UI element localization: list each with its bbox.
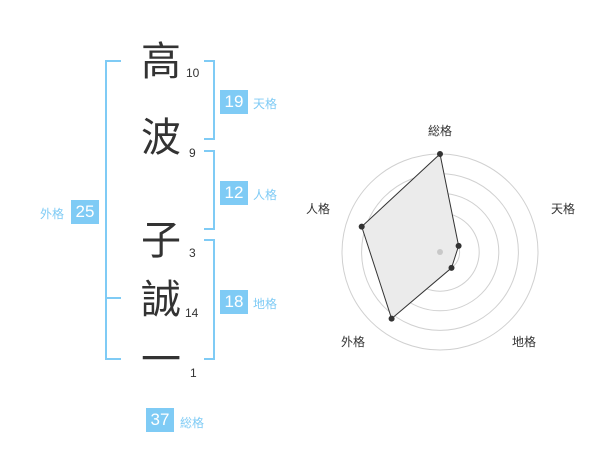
gaikaku-label: 外格 — [40, 207, 65, 221]
name-char-2: 波 — [141, 115, 181, 161]
radar-axis-label-gaikaku: 外格 — [341, 334, 365, 349]
jinkaku-badge: 12 — [220, 181, 248, 205]
jinkaku-bracket-top — [204, 150, 215, 152]
radar-point-gaikaku — [388, 315, 395, 322]
gaikaku-bracket-vertical — [105, 60, 107, 360]
jinkaku-bracket-vertical — [213, 150, 215, 230]
jinkaku-label: 人格 — [253, 188, 278, 202]
name-char-5: 一 — [141, 337, 181, 383]
name-char-4: 誠 — [141, 277, 181, 323]
chikaku-bracket-top — [204, 239, 215, 241]
gaikaku-bracket-top — [105, 60, 121, 62]
radar-point-chikaku — [448, 264, 455, 271]
radar-shape — [361, 153, 460, 320]
stroke-count-4: 14 — [185, 306, 199, 320]
name-char-3: 子 — [141, 218, 181, 264]
stroke-count-1: 10 — [186, 66, 200, 80]
tenkaku-badge: 19 — [220, 90, 248, 114]
gaikaku-bracket-bottom — [105, 358, 121, 360]
radar-center-dot — [437, 249, 443, 255]
gaikaku-badge: 25 — [71, 200, 99, 224]
chikaku-label: 地格 — [253, 297, 278, 311]
stroke-count-3: 3 — [189, 246, 196, 260]
tenkaku-bracket-vertical — [213, 60, 215, 140]
tenkaku-bracket-bottom — [204, 138, 215, 140]
radar-axis-label-chikaku: 地格 — [512, 334, 536, 349]
name-char-1: 高 — [141, 39, 181, 85]
jinkaku-bracket-bottom — [204, 228, 215, 230]
radar-point-tenkaku — [455, 242, 462, 249]
stroke-count-2: 9 — [189, 146, 196, 160]
gaikaku-bracket-mid — [105, 297, 121, 299]
soukaku-label: 総格 — [180, 416, 205, 430]
radar-axis-label-jinkaku: 人格 — [306, 201, 330, 216]
chikaku-bracket-vertical — [213, 239, 215, 360]
soukaku-badge: 37 — [146, 408, 174, 432]
tenkaku-label: 天格 — [253, 97, 278, 111]
radar-axis-label-tenkaku: 天格 — [551, 201, 575, 216]
chikaku-bracket-bottom — [204, 358, 215, 360]
chikaku-badge: 18 — [220, 290, 248, 314]
tenkaku-bracket-top — [204, 60, 215, 62]
radar-point-soukaku — [437, 151, 443, 157]
radar-axis-label-soukaku: 総格 — [428, 123, 452, 138]
radar-point-jinkaku — [358, 223, 365, 230]
stroke-count-5: 1 — [190, 366, 197, 380]
